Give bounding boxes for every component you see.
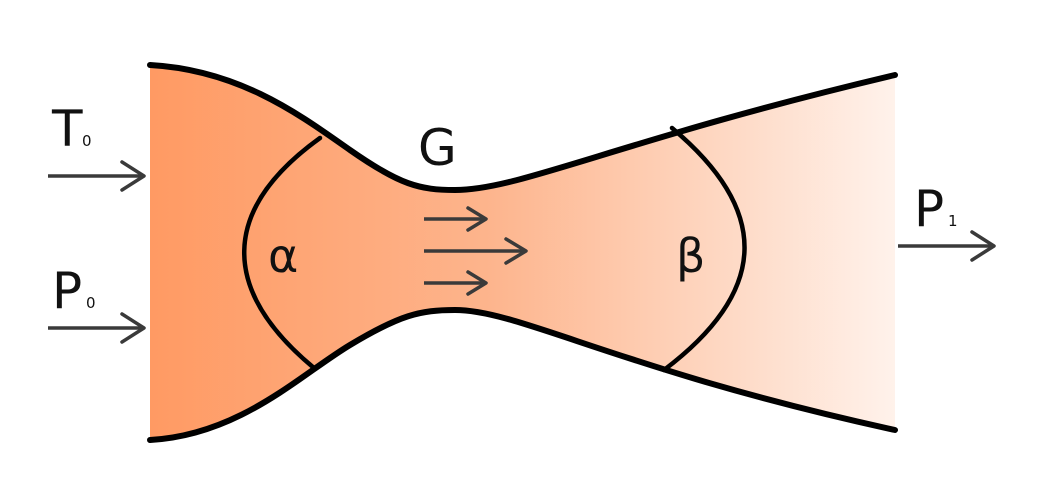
alpha-section-label: α <box>268 229 298 283</box>
outlet-pressure-arrow <box>898 230 996 262</box>
throat-label: G <box>418 119 457 177</box>
beta-section-curve <box>661 125 747 373</box>
right-arrow-icon <box>424 270 488 296</box>
inlet-pressure-label: P <box>52 262 82 320</box>
outlet-pressure-label: P <box>914 180 944 238</box>
beta-section-label: β <box>676 229 705 283</box>
outlet-pressure-subscript: 1 <box>948 212 958 230</box>
right-arrow-icon <box>424 206 488 232</box>
inlet-temperature-subscript: 0 <box>82 132 92 150</box>
nozzle-lower-wall <box>147 306 898 443</box>
inlet-temperature-arrow <box>48 160 146 192</box>
nozzle-upper-wall <box>147 62 898 194</box>
right-arrow-icon <box>424 237 528 265</box>
flow-arrows <box>424 206 528 296</box>
inlet-pressure-arrow <box>48 312 146 344</box>
inlet-temperature-label: T <box>51 100 83 158</box>
alpha-section-curve <box>242 135 323 371</box>
inlet-pressure-subscript: 0 <box>86 294 96 312</box>
